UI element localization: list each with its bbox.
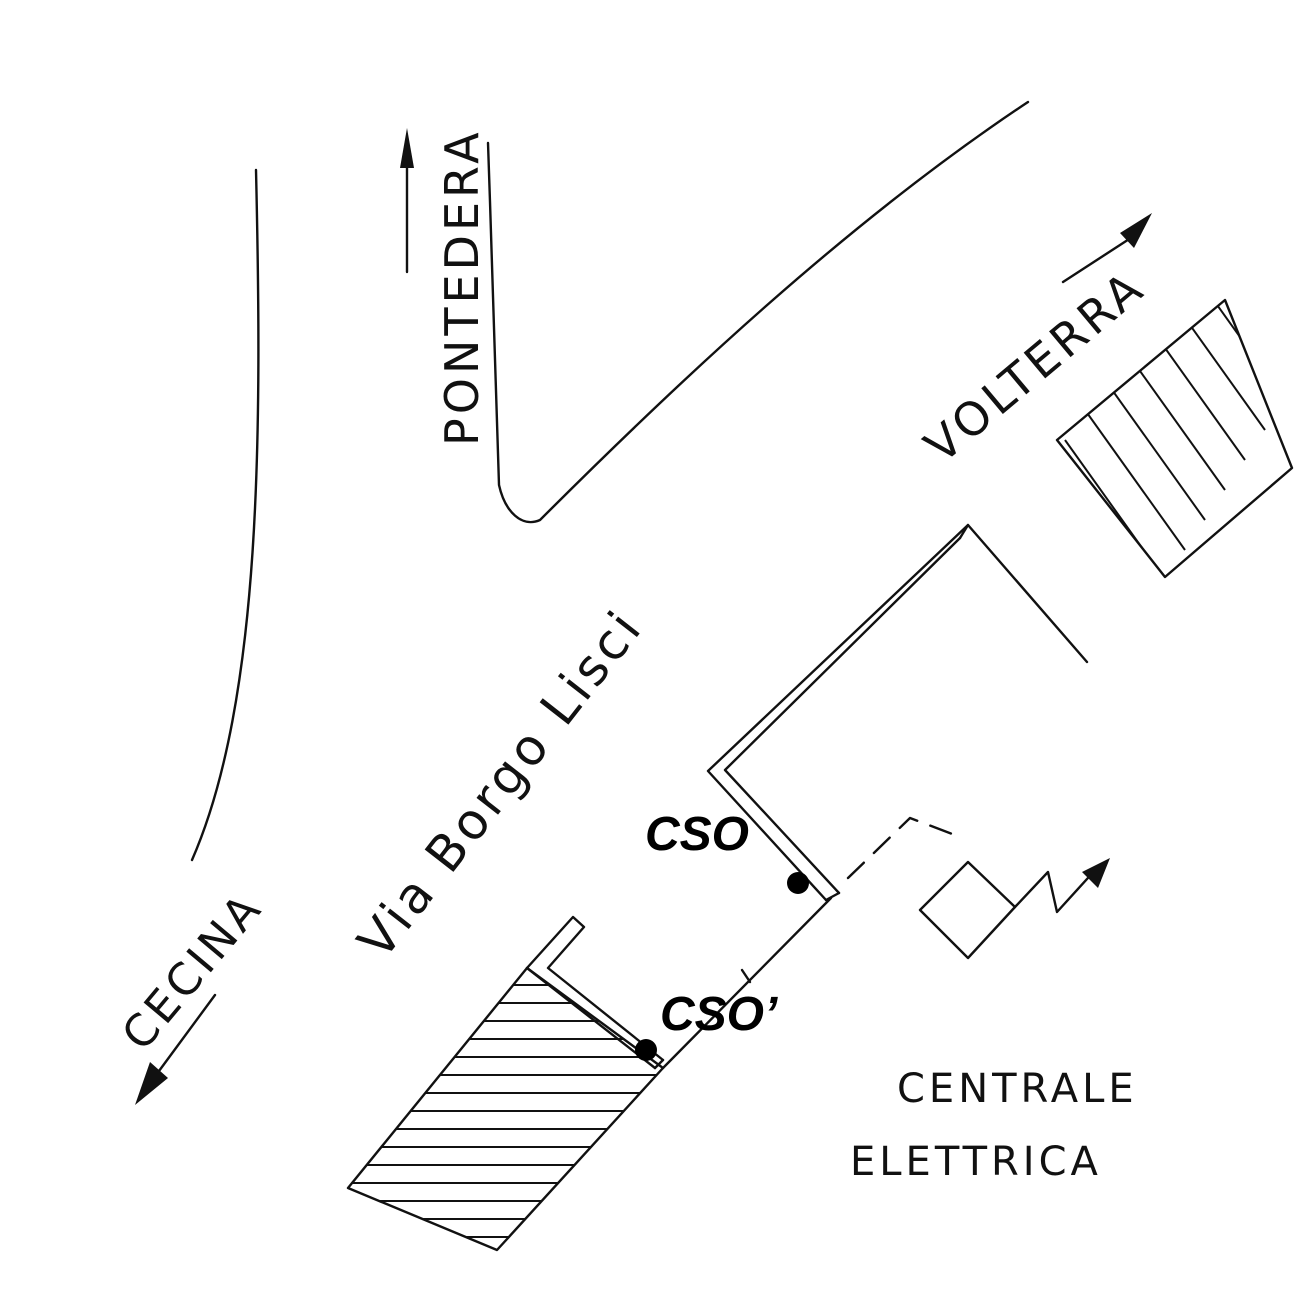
arrow-up-icon [400,128,414,274]
arrow-northeast-icon [1061,213,1152,284]
arrow-southwest-icon [135,993,217,1105]
label-centrale: CENTRALE [897,1066,1138,1112]
cso-marker [787,872,809,894]
label-cso: CSO [645,808,749,861]
dashed-boundary [846,816,957,880]
cso-prime-marker [635,1039,657,1061]
lightning-bolt-icon [1013,858,1110,914]
connecting-wall [661,896,833,1070]
road-edge-pontedera [486,100,1030,524]
main-building-outline [706,523,1089,902]
label-street: Via Borgo Lisci [347,598,655,969]
label-cecina: CECINA [112,882,273,1060]
label-volterra: VOLTERRA [914,259,1155,473]
hatched-building-bottom-left [346,966,665,1252]
label-cso-prime: CSO’ [660,988,778,1041]
power-plant-icon [918,860,1017,960]
label-elettrica: ELETTRICA [850,1139,1102,1185]
hatched-building-top-right [1055,298,1294,579]
road-edge-left [190,168,260,862]
wall-tick [740,968,752,984]
label-pontedera: PONTEDERA [435,128,489,446]
